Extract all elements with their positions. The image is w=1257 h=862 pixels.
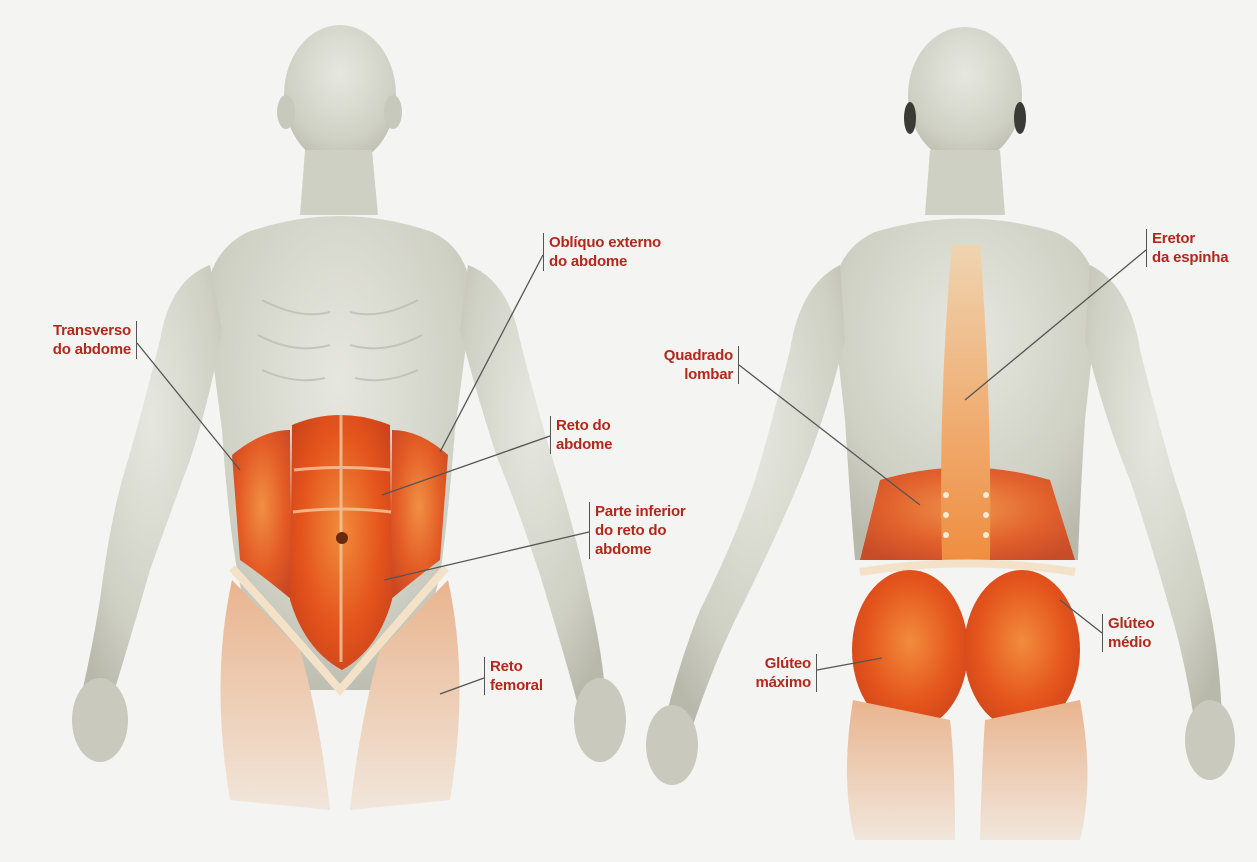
back-erector-spinae (941, 245, 990, 560)
label-line: do abdome (53, 340, 131, 359)
label-line: abdome (556, 435, 612, 454)
label-line: Oblíquo externo (549, 233, 661, 252)
label-line: femoral (490, 676, 543, 695)
front-right-arm (460, 265, 606, 705)
label-transverso: Transverso do abdome (53, 321, 137, 359)
label-line: Reto do (556, 416, 612, 435)
label-line: Transverso (53, 321, 131, 340)
label-line: Eretor (1152, 229, 1228, 248)
label-obliquo-externo: Oblíquo externo do abdome (543, 233, 661, 271)
label-quadrado: Quadrado lombar (664, 346, 739, 384)
label-line: abdome (595, 540, 686, 559)
label-gluteo-medio: Glúteo médio (1102, 614, 1154, 652)
label-line: médio (1108, 633, 1154, 652)
label-eretor: Eretor da espinha (1146, 229, 1228, 267)
front-head (284, 25, 396, 165)
label-line: do reto do (595, 521, 686, 540)
label-reto-abdome: Reto do abdome (550, 416, 612, 454)
label-line: Parte inferior (595, 502, 686, 521)
label-line: do abdome (549, 252, 661, 271)
label-line: Reto (490, 657, 543, 676)
label-line: Glúteo (756, 654, 812, 673)
back-figure (646, 27, 1235, 840)
label-line: lombar (664, 365, 733, 384)
label-line: Glúteo (1108, 614, 1154, 633)
back-right-arm (1085, 265, 1222, 725)
label-line: máximo (756, 673, 812, 692)
label-reto-femoral: Reto femoral (484, 657, 543, 695)
label-parte-inferior: Parte inferior do reto do abdome (589, 502, 686, 559)
label-line: Quadrado (664, 346, 733, 365)
label-line: da espinha (1152, 248, 1228, 267)
back-head (908, 27, 1022, 163)
label-gluteo-maximo: Glúteo máximo (756, 654, 818, 692)
